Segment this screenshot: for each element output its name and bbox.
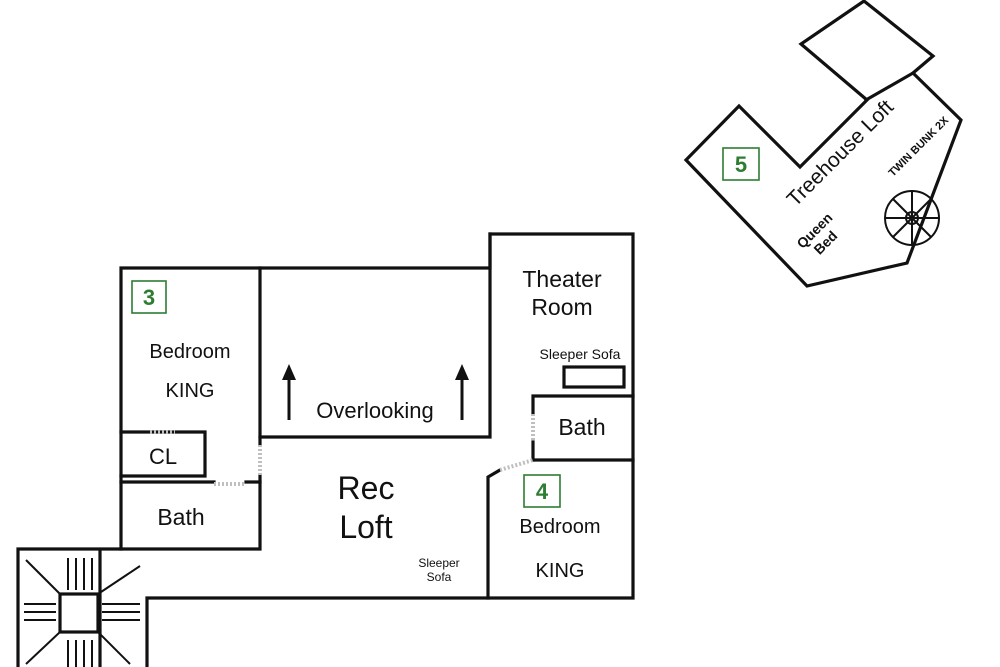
theater-sofa-shape (562, 365, 626, 389)
room-number-5: 5 (735, 152, 747, 177)
room-rec-loft: Rec Loft Sleeper Sofa (338, 470, 460, 584)
theater-label-line1: Theater (522, 266, 602, 292)
room-number-box-5 (722, 147, 760, 181)
rec-loft-label-line1: Rec (338, 470, 395, 506)
closet-label: CL (149, 444, 177, 469)
bedroom3-label: Bedroom (149, 341, 230, 363)
overlook-label: Overlooking (316, 398, 433, 423)
door-bedroom4 (499, 458, 534, 472)
room-number-box-4 (523, 474, 561, 508)
bedroom3-right-wall (119, 266, 262, 551)
room-theater: Theater Room Sleeper Sofa (522, 266, 626, 389)
theater-sofa-label: Sleeper Sofa (540, 346, 621, 362)
bedroom4-bed-label: KING (536, 560, 585, 582)
spiral-stair-icon (884, 190, 940, 246)
treehouse-wall-inner (863, 70, 916, 103)
room-number-3: 3 (143, 285, 155, 310)
overlook-wall (258, 232, 492, 439)
main-floor-walls (16, 232, 635, 667)
arrow-up-icon (282, 364, 296, 380)
rec-loft-sofa-line2: Sofa (427, 570, 452, 584)
overlook-area: Overlooking (282, 364, 469, 423)
room-treehouse-loft: 5 Treehouse Loft Queen Bed TWIN BUNK 2X (683, 0, 963, 288)
theater-label-line2: Room (531, 294, 592, 320)
stair-icon (24, 558, 141, 667)
room-bedroom-3: 3 Bedroom KING (131, 280, 231, 402)
bedroom4-label: Bedroom (519, 516, 600, 538)
arrow-up-icon (455, 364, 469, 380)
room-number-box-3 (131, 280, 167, 314)
room-number-4: 4 (536, 479, 549, 504)
treehouse-wall (683, 0, 963, 288)
bath3-label: Bath (157, 504, 204, 530)
stair-core (58, 592, 100, 634)
treehouse-label: Treehouse Loft (783, 95, 899, 211)
bedroom4-wall (486, 458, 535, 600)
room-bedroom-4: 4 Bedroom KING (519, 474, 601, 582)
doors (150, 414, 535, 486)
rec-loft-label-line2: Loft (339, 509, 392, 545)
bedroom3-bed-label: KING (166, 380, 215, 402)
bath4-label: Bath (558, 414, 605, 440)
rec-loft-sofa-line1: Sleeper (418, 556, 459, 570)
